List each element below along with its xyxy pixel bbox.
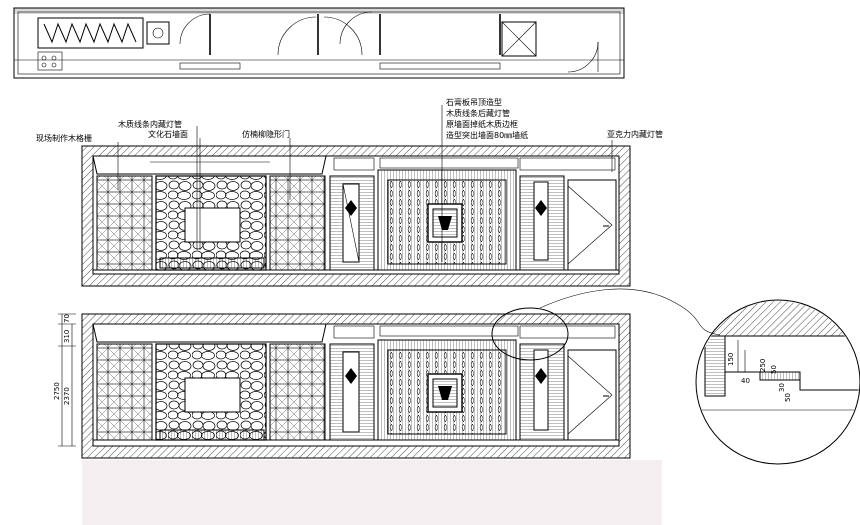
detail-dim-2: 250 <box>759 359 767 372</box>
dimension-chain <box>58 313 76 447</box>
detail-dim-4: 30 <box>778 383 786 392</box>
dim-top1: 70 <box>63 314 71 323</box>
label-stone: 文化石墙面 <box>148 129 188 139</box>
dim-total: 2750 <box>53 382 61 400</box>
dim-sub: 2370 <box>63 387 71 405</box>
detail-dim-6: 50 <box>784 393 792 402</box>
leader-lines <box>117 105 613 262</box>
detail-dim-5: 40 <box>741 377 750 385</box>
elevation-a <box>81 145 631 287</box>
detail-dim-3: 50 <box>770 365 778 374</box>
detail-dim-1: 150 <box>727 353 735 366</box>
label-light2: 木质线条后藏灯管 <box>446 108 510 118</box>
background-strip <box>82 460 662 525</box>
dim-top2: 310 <box>63 330 71 343</box>
detail-view <box>695 299 860 465</box>
label-paper: 造型突出墙面80㎜墙纸 <box>446 130 528 140</box>
label-light: 木质线条内藏灯管 <box>118 119 182 129</box>
label-acrylic: 亚克力内藏灯管 <box>607 129 663 139</box>
detail-leader <box>539 288 721 336</box>
floor-plan <box>13 7 625 79</box>
elevation-b <box>81 307 631 459</box>
label-door: 仿楠柳隐形门 <box>242 129 290 139</box>
label-gypsum: 石膏板吊顶造型 <box>446 97 502 107</box>
label-shelf: 现场制作木格栅 <box>36 133 92 143</box>
label-wall: 原墙面掉纸木质边框 <box>446 119 518 129</box>
